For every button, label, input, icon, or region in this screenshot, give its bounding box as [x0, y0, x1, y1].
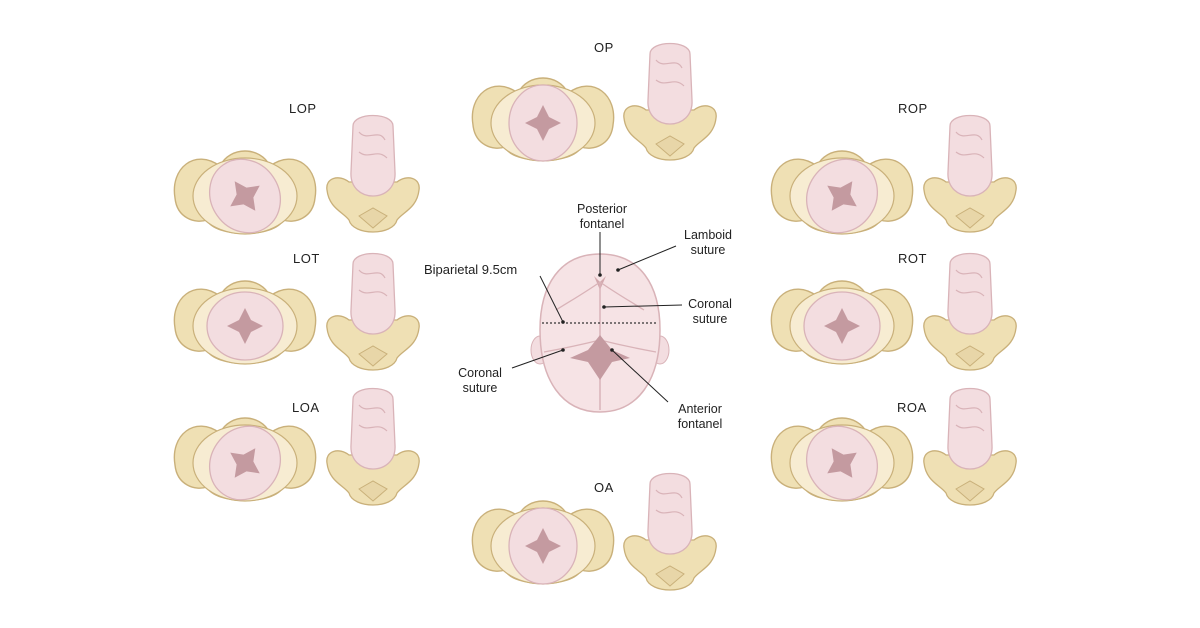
- fetal-body: [947, 114, 993, 197]
- fetal-limbs: [955, 131, 985, 159]
- leader-dot: [598, 273, 602, 277]
- pelvis-top-view-rot: [770, 280, 914, 365]
- fetal-body: [350, 114, 396, 197]
- leader-dot: [561, 320, 565, 324]
- fetal-body: [947, 252, 993, 335]
- fetal-body: [647, 472, 693, 555]
- fontanel-mark: [525, 105, 561, 141]
- position-label-oa: OA: [594, 480, 614, 495]
- fontanel-mark: [230, 181, 260, 211]
- pelvis-side-view-oa: [623, 472, 717, 591]
- pelvis-side-view-lop: [326, 114, 420, 233]
- position-label-rop: ROP: [898, 101, 928, 116]
- fetal-limbs: [358, 269, 388, 297]
- pelvis-bone: [326, 315, 420, 371]
- fetal-body: [647, 42, 693, 125]
- pubic-arch: [955, 480, 985, 502]
- position-label-roa: ROA: [897, 400, 927, 415]
- pubic-arch: [955, 345, 985, 367]
- pelvis-bone: [623, 535, 717, 591]
- fetal-limbs: [955, 404, 985, 432]
- fetal-limbs: [358, 404, 388, 432]
- pubic-arch: [655, 565, 685, 587]
- pelvis-side-view-lot: [326, 252, 420, 371]
- pelvis-top-view-rop: [770, 150, 914, 235]
- fontanel-mark: [525, 528, 561, 564]
- label-lamboid-suture: Lamboid suture: [684, 228, 732, 257]
- pelvis-top-view-oa: [471, 500, 615, 585]
- leader-dot: [602, 305, 606, 309]
- pelvis-top-view-op: [471, 77, 615, 162]
- label-coronal-suture-left: Coronal suture: [458, 366, 502, 395]
- fontanel-mark: [827, 181, 857, 211]
- fetal-limbs: [358, 131, 388, 159]
- label-biparietal: Biparietal 9.5cm: [424, 262, 518, 277]
- pelvis-bone: [326, 450, 420, 506]
- position-label-lop: LOP: [289, 101, 317, 116]
- leader-dot: [610, 348, 614, 352]
- pelvis-bone: [326, 177, 420, 233]
- pubic-arch: [358, 207, 388, 229]
- leader-dot: [616, 268, 620, 272]
- fontanel-mark: [230, 448, 260, 478]
- fontanel-mark: [827, 448, 857, 478]
- pelvis-side-view-roa: [923, 387, 1017, 506]
- pubic-arch: [655, 135, 685, 157]
- leader-biparietal: [539, 275, 564, 323]
- fontanel-mark: [824, 308, 860, 344]
- label-posterior-fontanel: Posterior fontanel: [576, 202, 628, 231]
- pelvis-top-view-roa: [770, 417, 914, 502]
- lamboid-suture-line: [555, 281, 645, 311]
- fetal-limbs: [955, 269, 985, 297]
- fetal-limbs: [655, 489, 685, 517]
- label-coronal-suture-right: Coronal suture: [688, 297, 732, 326]
- pelvis-top-view-lot: [173, 280, 317, 365]
- pelvis-bone: [623, 105, 717, 161]
- position-label-lot: LOT: [293, 251, 320, 266]
- pelvis-bone: [923, 315, 1017, 371]
- pelvis-side-view-rot: [923, 252, 1017, 371]
- leader-anterior-fontanel: [611, 349, 669, 403]
- fetal-body: [350, 252, 396, 335]
- pelvis-bone: [923, 450, 1017, 506]
- pubic-arch: [358, 345, 388, 367]
- pubic-arch: [955, 207, 985, 229]
- position-label-op: OP: [594, 40, 614, 55]
- position-label-rot: ROT: [898, 251, 927, 266]
- pelvis-side-view-op: [623, 42, 717, 161]
- leader-lamboid-suture: [617, 245, 677, 271]
- pelvis-top-view-lop: [173, 150, 317, 235]
- leader-dot: [561, 348, 565, 352]
- fetal-limbs: [655, 59, 685, 87]
- leader-coronal-suture-left: [511, 349, 564, 369]
- fetal-skull-illustration: [530, 253, 670, 413]
- pubic-arch: [358, 480, 388, 502]
- anterior-fontanel-mark: [570, 335, 630, 380]
- pelvis-top-view-loa: [173, 417, 317, 502]
- leader-coronal-suture-right: [603, 304, 683, 308]
- pelvis-side-view-rop: [923, 114, 1017, 233]
- fetal-body: [947, 387, 993, 470]
- position-label-loa: LOA: [292, 400, 320, 415]
- pelvis-bone: [923, 177, 1017, 233]
- fontanel-mark: [227, 308, 263, 344]
- fetal-body: [350, 387, 396, 470]
- label-anterior-fontanel: Anterior fontanel: [677, 402, 723, 431]
- pelvis-side-view-loa: [326, 387, 420, 506]
